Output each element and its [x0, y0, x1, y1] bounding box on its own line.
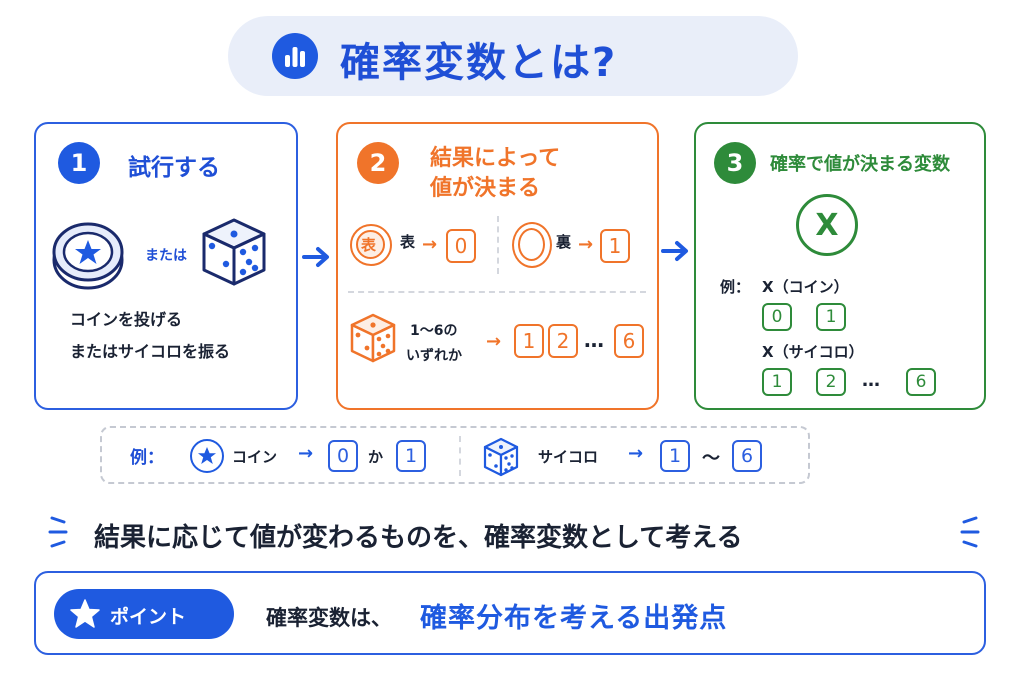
example-tilde: 〜 [702, 448, 720, 469]
example-die-label: サイコロ [538, 448, 599, 466]
step3-heading: 確率で値が決まる変数 [770, 154, 950, 175]
step3-example-label: 例： [720, 278, 751, 296]
step1-number-badge: 1 [58, 142, 100, 184]
example-coin-label: コイン [232, 448, 278, 466]
divider [348, 291, 646, 293]
tails-label: 裏 [556, 233, 572, 251]
star-icon [70, 599, 100, 633]
ellipsis: … [862, 370, 880, 391]
die-var-value-box: 6 [906, 368, 936, 396]
die-icon [482, 437, 520, 481]
heads-label: 表 [400, 233, 416, 251]
arrow-small-icon: → [422, 234, 438, 255]
die-icon [348, 312, 398, 368]
arrow-small-icon: → [578, 234, 594, 255]
example-label: 例： [130, 448, 164, 468]
point-text-highlight: 確率分布を考える出発点 [420, 603, 728, 634]
point-badge-label: ポイント [110, 606, 187, 628]
divider [497, 216, 499, 274]
die-range-line1: 1〜6の [410, 323, 458, 339]
step3-number-badge: 3 [714, 142, 756, 184]
or-label: または [145, 248, 187, 264]
step1-caption-line1: コインを投げる [70, 310, 183, 329]
example-die-value-box: 1 [660, 440, 690, 472]
arrow-small-icon: → [298, 443, 314, 464]
coin-star-icon [190, 439, 224, 473]
die-value-box: 2 [548, 324, 578, 358]
title-banner [228, 16, 798, 96]
divider [459, 436, 461, 476]
step2-heading-line1: 結果によって [430, 146, 561, 171]
example-or: か [368, 448, 384, 466]
example-die-value-box: 6 [732, 440, 762, 472]
step1-caption-line2: またはサイコロを振る [70, 342, 231, 361]
die-range-line2: いずれか [406, 348, 462, 364]
coin-heads-icon: 表 [350, 224, 392, 266]
arrow-right-icon [302, 246, 332, 272]
example-coin-value-box: 1 [396, 440, 426, 472]
arrow-right-icon [661, 240, 691, 266]
point-bar [34, 571, 986, 655]
bar-chart-icon [272, 33, 318, 79]
step2-heading-line2: 値が決まる [430, 176, 541, 201]
coin-var-value-box: 0 [762, 303, 792, 331]
arrow-small-icon: → [628, 443, 644, 464]
summary-text: 結果に応じて値が変わるものを、確率変数として考える [94, 523, 743, 553]
die-var-value-box: 1 [762, 368, 792, 396]
accent-lines-right [956, 514, 982, 554]
die-value-box: 1 [514, 324, 544, 358]
coin-var-value-box: 1 [816, 303, 846, 331]
heads-mark: 表 [361, 236, 377, 254]
accent-lines-left [46, 514, 72, 554]
point-text-prefix: 確率変数は、 [266, 606, 392, 630]
heads-value-box: 0 [446, 229, 476, 263]
step1-heading: 試行する [128, 155, 220, 181]
page-title: 確率変数とは? [340, 40, 618, 86]
coin-tails-icon [512, 222, 552, 268]
ellipsis: … [584, 328, 604, 352]
random-variable-symbol: X [796, 194, 858, 256]
die-value-box: 6 [614, 324, 644, 358]
die-variable-label: X（サイコロ） [762, 343, 864, 361]
example-coin-value-box: 0 [328, 440, 358, 472]
coin-star-icon [50, 220, 126, 294]
die-var-value-box: 2 [816, 368, 846, 396]
arrow-small-icon: → [486, 331, 502, 352]
step2-number-badge: 2 [357, 142, 399, 184]
example-bar [100, 426, 810, 484]
coin-variable-label: X（コイン） [762, 278, 849, 296]
tails-value-box: 1 [600, 229, 630, 263]
die-icon [198, 216, 270, 292]
